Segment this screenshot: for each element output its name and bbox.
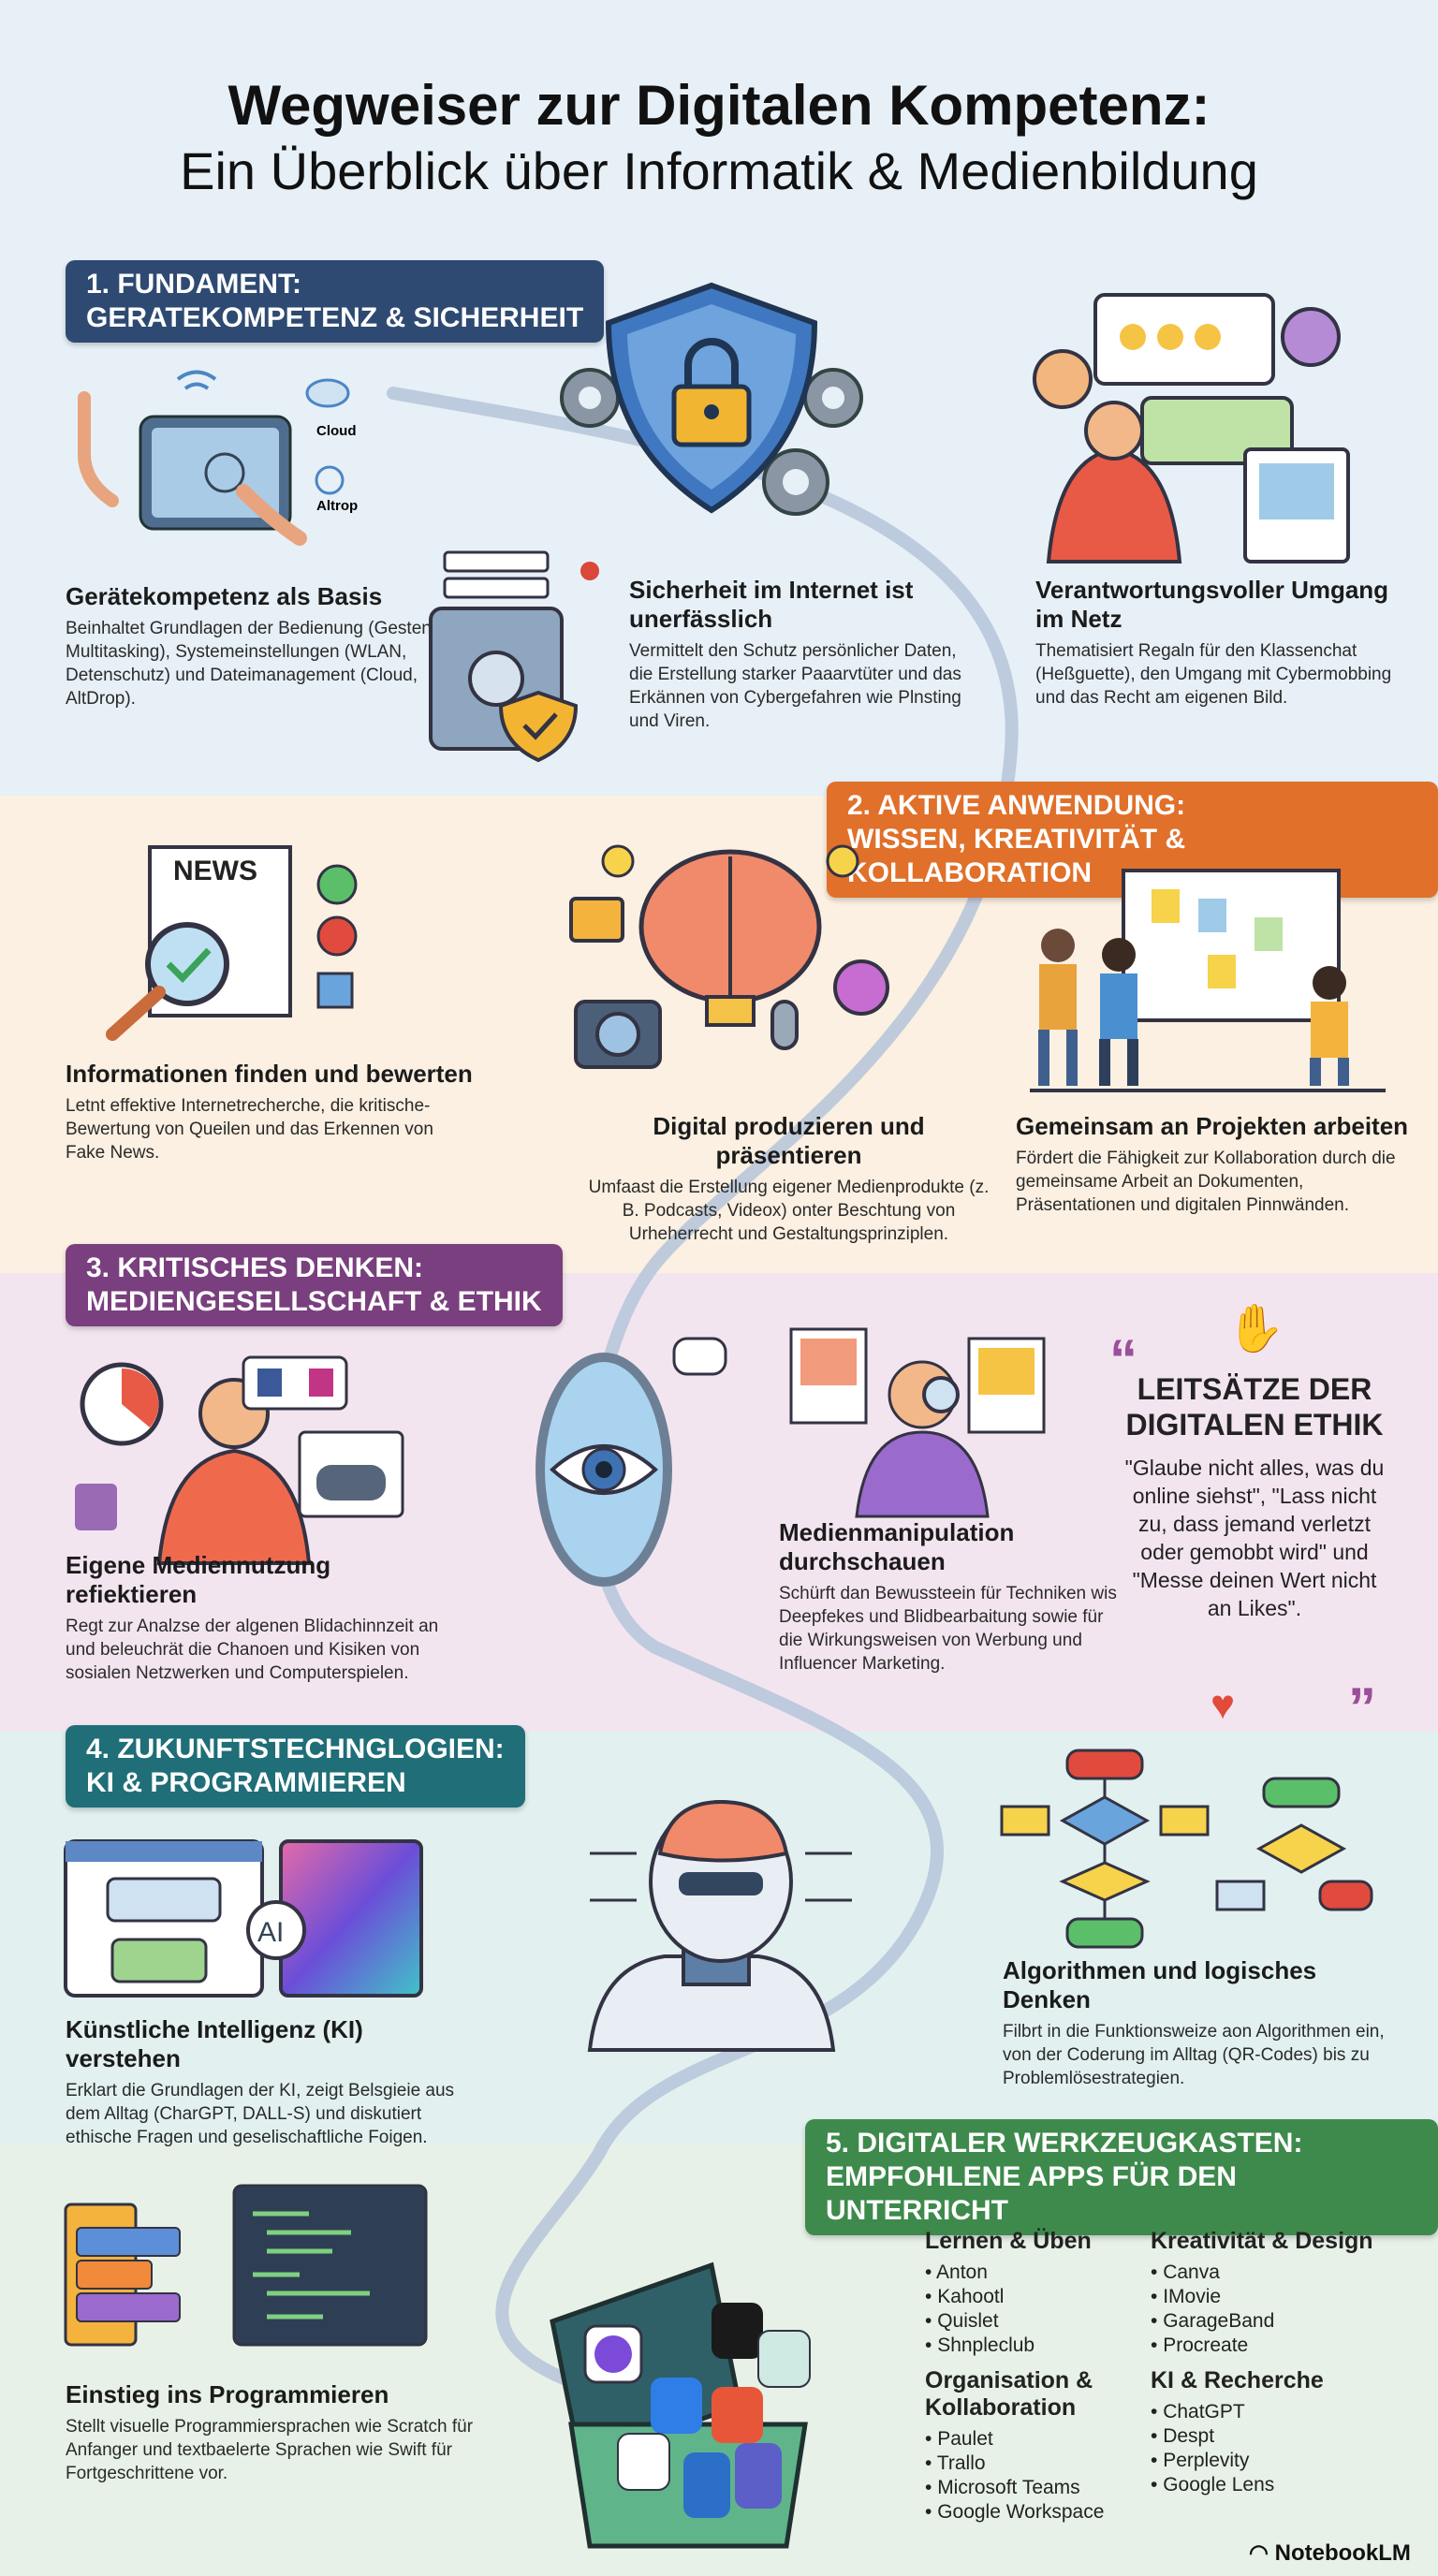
- airdrop-label: Altrop: [316, 498, 358, 514]
- app-list-lernen: Lernen & Üben AntonKahootlQuisletShnplec…: [925, 2228, 1140, 2375]
- card-medienmanipulation: Medienmanipulation durchschauen Schürft …: [779, 1518, 1125, 1676]
- brain-media-icon: [569, 844, 889, 1069]
- list-item: Procreate: [1151, 2334, 1394, 2358]
- security-shield-icon: [560, 282, 863, 516]
- list-item: Canva: [1151, 2261, 1394, 2285]
- cloud-label: Cloud: [316, 423, 357, 439]
- list-item: Paulet: [925, 2427, 1126, 2452]
- card-title: Digital produzieren und präsentieren: [653, 1112, 925, 1169]
- news-magnifier-icon: NEWS: [106, 845, 358, 1041]
- notebooklm-icon: ◠: [1249, 2540, 1275, 2566]
- list-item: Google Workspace: [925, 2500, 1126, 2525]
- list-item: Shnpleclub: [925, 2334, 1140, 2358]
- list-item: Trallo: [925, 2452, 1126, 2476]
- card-text: Beinhaltet Grundlagen der Bedienung (Ges…: [66, 619, 437, 709]
- card-text: Vermittelt den Schutz persönlicher Daten…: [629, 641, 961, 731]
- media-usage-icon: [75, 1355, 404, 1565]
- card-text: Umfaast die Erstellung eigener Medienpro…: [588, 1178, 990, 1244]
- quote-title: LEITSÄTZE DER DIGITALEN ETHIK: [1125, 1372, 1384, 1442]
- card-geraetekompetenz: Gerätekompetenz als Basis Beinhaltet Gru…: [66, 582, 440, 710]
- card-title: Künstliche Intelligenz (KI) verstehen: [66, 2015, 363, 2072]
- safe-icon: [429, 550, 599, 763]
- page-subtitle: Ein Überblick über Informatik & Medienbi…: [180, 141, 1258, 200]
- page-title: Wegweiser zur Digitalen Kompetenz:: [227, 74, 1211, 137]
- tablet-icon: Cloud Altrop: [78, 370, 358, 546]
- card-text: Letnt effektive Internetrecherche, die k…: [66, 1096, 433, 1163]
- card-programmieren: Einstieg ins Programmieren Stellt visuel…: [66, 2380, 477, 2485]
- flowchart-icon: [1000, 1749, 1373, 1949]
- card-text: Fördert die Fähigkeit zur Kollaboration …: [1016, 1149, 1396, 1215]
- card-title: Verantwortungsvoller Umgang im Netz: [1035, 576, 1389, 633]
- fact-check-icon: [789, 1327, 1046, 1518]
- list-item: ChatGPT: [1151, 2400, 1394, 2424]
- card-produzieren: Digital produzieren und präsentieren Umf…: [580, 1112, 997, 1246]
- list-item: Kahootl: [925, 2285, 1140, 2309]
- ai-label: AI: [257, 1917, 284, 1948]
- section-1-badge: 1. FUNDAMENT:GERATEKOMPETENZ & SICHERHEI…: [66, 260, 605, 343]
- robot-brain-icon: [587, 1799, 852, 2052]
- card-title: Medienmanipulation durchschauen: [779, 1518, 1015, 1575]
- card-title: Einstieg ins Programmieren: [66, 2380, 389, 2408]
- list-title: Lernen & Üben: [925, 2228, 1092, 2254]
- ethics-quote-box: LEITSÄTZE DER DIGITALEN ETHIK "Glaube ni…: [1119, 1371, 1390, 1622]
- section-3-badge: 3. KRITISCHES DENKEN:MEDIENGESELLSCHAFT …: [66, 1244, 563, 1326]
- card-text: Thematisiert Regaln für den Klassenchat …: [1035, 641, 1392, 708]
- toolbox-icon: [550, 2261, 811, 2549]
- card-text: Regt zur Analzse der algenen Blidachinnz…: [66, 1617, 439, 1683]
- mirror-eye-icon: [536, 1337, 727, 1587]
- card-sicherheit: Sicherheit im Internet ist unerfässlich …: [629, 576, 966, 733]
- card-title: Eigene Mediennutzung refiektieren: [66, 1551, 331, 1608]
- heart-icon: ♥: [1211, 1682, 1236, 1728]
- list-title: Kreativität & Design: [1151, 2228, 1373, 2254]
- open-quote-icon: “: [1109, 1328, 1137, 1391]
- news-label: NEWS: [173, 856, 257, 886]
- app-list-ki: KI & Recherche ChatGPTDesptPerplevityGoo…: [1151, 2367, 1394, 2514]
- card-algorithmen: Algorithmen und logisches Denken Filbrt …: [1003, 1956, 1405, 2090]
- quote-text: "Glaube nicht alles, was du online siehs…: [1124, 1456, 1385, 1620]
- chat-community-icon: [1033, 293, 1350, 564]
- card-text: Schürft dan Bewussteein für Techniken wi…: [779, 1584, 1117, 1674]
- list-item: Quislet: [925, 2309, 1140, 2334]
- section-4-badge: 4. ZUKUNFTSTECHNGLOGIEN:KI & PROGRAMMIER…: [66, 1725, 525, 1808]
- hand-icon: ✋: [1226, 1302, 1285, 1354]
- section-5-badge: 5. DIGITALER WERKZEUGKASTEN:EMPFOHLENE A…: [805, 2119, 1438, 2235]
- close-quote-icon: ”: [1348, 1676, 1376, 1739]
- card-title: Informationen finden und bewerten: [66, 1060, 473, 1088]
- list-item: Google Lens: [1151, 2473, 1394, 2497]
- list-item: GarageBand: [1151, 2309, 1394, 2334]
- card-text: Erklart die Grundlagen der KI, zeigt Bel…: [66, 2081, 455, 2147]
- ai-chat-icon: AI: [64, 1839, 423, 1998]
- list-item: IMovie: [1151, 2285, 1394, 2309]
- card-title: Gemeinsam an Projekten arbeiten: [1016, 1112, 1409, 1140]
- app-list-organisation: Organisation & Kollaboration PauletTrall…: [925, 2367, 1126, 2541]
- card-title: Sicherheit im Internet ist unerfässlich: [629, 576, 914, 633]
- card-verantwortung: Verantwortungsvoller Umgang im Netz Them…: [1035, 576, 1410, 710]
- notebooklm-logo: ◠ NotebookLM: [1249, 2540, 1411, 2566]
- app-list-kreativitaet: Kreativität & Design CanvaIMovieGarageBa…: [1151, 2228, 1394, 2375]
- card-title: Gerätekompetenz als Basis: [66, 582, 383, 610]
- list-item: Anton: [925, 2261, 1140, 2285]
- card-ki: Künstliche Intelligenz (KI) verstehen Er…: [66, 2015, 477, 2149]
- card-text: Filbrt in die Funktionsweize aon Algorit…: [1003, 2022, 1385, 2088]
- list-item: Perplevity: [1151, 2449, 1394, 2473]
- card-title: Algorithmen und logisches Denken: [1003, 1956, 1317, 2013]
- list-item: Microsoft Teams: [925, 2476, 1126, 2500]
- card-mediennutzung: Eigene Mediennutzung refiektieren Regt z…: [66, 1551, 468, 1685]
- card-text: Stellt visuelle Programmiersprachen wie …: [66, 2417, 474, 2483]
- code-editor-icon: [64, 2184, 428, 2347]
- card-informationen: Informationen finden und bewerten Letnt …: [66, 1060, 477, 1164]
- list-title: KI & Recherche: [1151, 2367, 1324, 2393]
- list-item: Despt: [1151, 2424, 1394, 2449]
- list-title: Organisation & Kollaboration: [925, 2367, 1093, 2421]
- card-gemeinsam: Gemeinsam an Projekten arbeiten Fördert …: [1016, 1112, 1409, 1217]
- team-whiteboard-icon: [1030, 869, 1386, 1092]
